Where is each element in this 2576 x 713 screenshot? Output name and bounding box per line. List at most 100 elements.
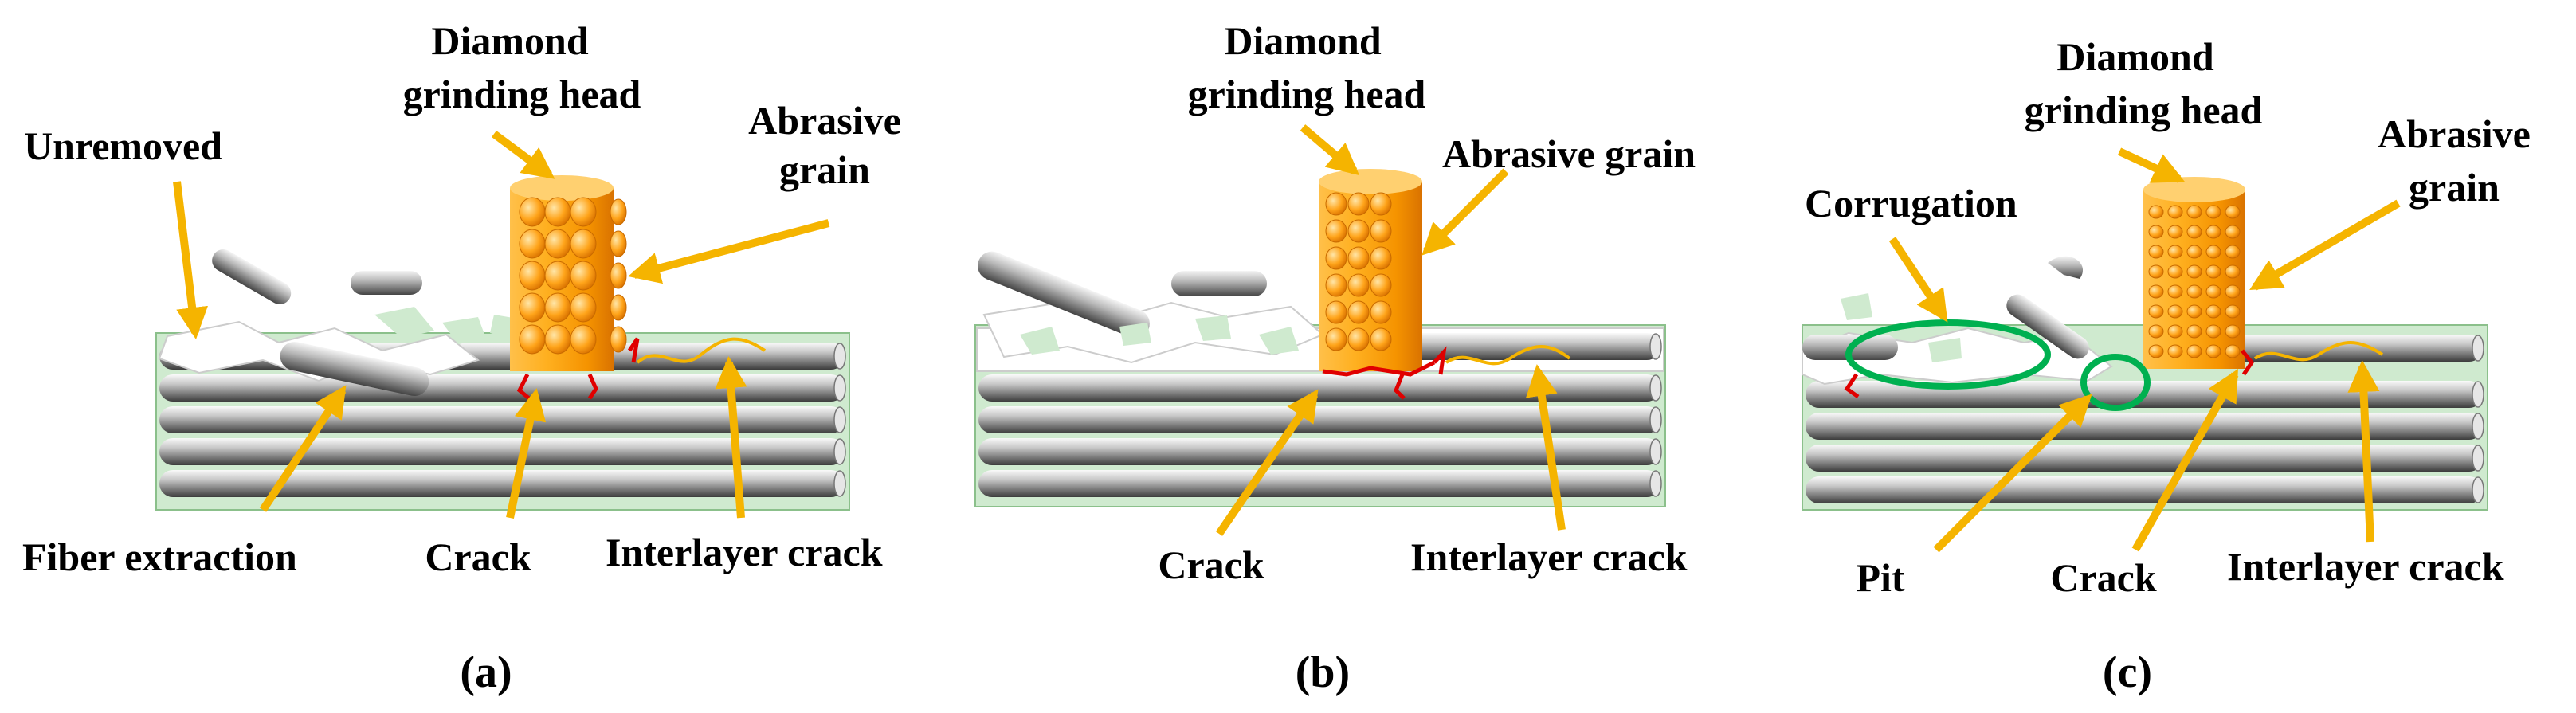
abrasive-grain xyxy=(519,292,546,323)
abrasive-grain xyxy=(544,292,571,323)
abrasive-grain xyxy=(2205,205,2221,219)
cracks xyxy=(516,337,767,400)
abrasive-grain xyxy=(2167,324,2183,339)
label-crack: Crack xyxy=(2050,555,2156,600)
abrasive-grain xyxy=(1347,327,1370,351)
cracks xyxy=(1844,341,2384,399)
abrasive-grain xyxy=(2186,284,2202,299)
corrugation-marks xyxy=(1845,319,2151,411)
fiber-rod-end xyxy=(1649,470,1662,497)
abrasive-grain xyxy=(2186,324,2202,339)
abrasive-grain xyxy=(570,324,597,355)
abrasive-grain xyxy=(1370,219,1392,243)
abrasive-grain xyxy=(610,294,627,321)
label-grain-line1: Abrasive xyxy=(748,98,901,143)
abrasive-grain xyxy=(2186,225,2202,239)
abrasive-grain xyxy=(2225,324,2241,339)
caption-c: (c) xyxy=(2103,648,2152,697)
abrasive-grain xyxy=(2167,264,2183,279)
arrows xyxy=(173,130,830,519)
fiber-rod xyxy=(159,470,845,497)
abrasive-grain xyxy=(2225,264,2241,279)
abrasive-grain xyxy=(1325,192,1347,216)
abrasive-grain xyxy=(2186,264,2202,279)
abrasive-grain xyxy=(1370,300,1392,324)
abrasive-grain xyxy=(2167,284,2183,299)
label-head-line1: Diamond xyxy=(2056,34,2213,79)
abrasive-grain xyxy=(2205,344,2221,358)
abrasive-grain xyxy=(2205,284,2221,299)
abrasive-grain xyxy=(2186,245,2202,259)
label-crack: Crack xyxy=(425,535,531,579)
fiber-rod xyxy=(978,374,1660,402)
fiber-rods xyxy=(159,343,846,497)
arrows xyxy=(1215,124,1566,536)
label-interlayer-crack: Interlayer crack xyxy=(606,530,883,574)
abrasive-grain xyxy=(1347,273,1370,297)
label-head-line2: grinding head xyxy=(2025,88,2263,132)
abrasive-grain xyxy=(2167,304,2183,319)
fiber-rod-end xyxy=(833,343,846,370)
fiber-rod-end xyxy=(2472,476,2484,503)
abrasive-grain xyxy=(519,197,546,227)
fiber-rod xyxy=(159,374,845,402)
panel-c: Diamond grinding head Abrasive grain Cor… xyxy=(1802,34,2531,697)
label-interlayer-crack: Interlayer crack xyxy=(2227,544,2504,589)
abrasive-grain xyxy=(610,326,627,353)
fiber-rod xyxy=(159,438,845,465)
fiber-rods xyxy=(978,374,1662,497)
grinding-head xyxy=(510,175,627,371)
abrasive-grain xyxy=(2167,245,2183,259)
abrasive-grain xyxy=(2186,304,2202,319)
fiber-rod xyxy=(978,438,1660,465)
label-grain-line2: grain xyxy=(2409,165,2500,210)
label-head-line1: Diamond xyxy=(431,18,588,63)
fiber-rod-end xyxy=(1649,406,1662,433)
label-head-line2: grinding head xyxy=(403,72,641,116)
abrasive-grain xyxy=(1325,273,1347,297)
fiber-rod-end xyxy=(833,438,846,465)
label-interlayer-crack: Interlayer crack xyxy=(1410,535,1688,579)
abrasive-grain xyxy=(2205,264,2221,279)
fiber-rod xyxy=(2231,335,2483,362)
fiber-rod xyxy=(1806,476,2483,503)
abrasive-grain xyxy=(1325,246,1347,270)
top-rod xyxy=(2231,335,2484,362)
abrasive-grain xyxy=(1347,300,1370,324)
abrasive-grain xyxy=(2148,284,2164,299)
abrasive-grain xyxy=(1370,273,1392,297)
abrasive-grain xyxy=(2148,245,2164,259)
abrasive-grain xyxy=(1370,192,1392,216)
abrasive-grain xyxy=(2225,205,2241,219)
fiber-rod-end xyxy=(833,406,846,433)
abrasive-grain xyxy=(610,230,627,257)
abrasive-grain xyxy=(2225,225,2241,239)
abrasive-grain xyxy=(2205,225,2221,239)
abrasive-grain xyxy=(544,261,571,291)
label-grain: Abrasive grain xyxy=(1442,131,1696,176)
abrasive-grain xyxy=(2148,264,2164,279)
corrugation-ellipse xyxy=(1845,319,2051,390)
abrasive-grain xyxy=(2225,304,2241,319)
abrasive-grain xyxy=(1325,300,1347,324)
abrasive-grain xyxy=(544,229,571,259)
abrasive-grain xyxy=(2186,205,2202,219)
pit-circle xyxy=(2080,354,2151,411)
abrasive-grain xyxy=(1370,246,1392,270)
abrasive-grain xyxy=(1347,246,1370,270)
abrasive-grain xyxy=(570,261,597,291)
label-unremoved: Unremoved xyxy=(24,123,222,168)
label-grain-line2: grain xyxy=(779,147,870,192)
abrasive-grain xyxy=(1347,192,1370,216)
panel-a: Diamond grinding head Abrasive grain Unr… xyxy=(22,18,901,697)
abrasive-grain xyxy=(570,197,597,227)
abrasive-grain xyxy=(2148,344,2164,358)
fiber-rod-end xyxy=(2472,445,2484,472)
grinding-head xyxy=(2143,177,2245,369)
abrasive-grain xyxy=(610,198,627,225)
cracks xyxy=(1322,345,1571,400)
abrasive-grain xyxy=(1325,219,1347,243)
label-pit: Pit xyxy=(1856,555,1904,600)
label-corrugation: Corrugation xyxy=(1805,181,2017,225)
abrasive-grain xyxy=(1370,327,1392,351)
